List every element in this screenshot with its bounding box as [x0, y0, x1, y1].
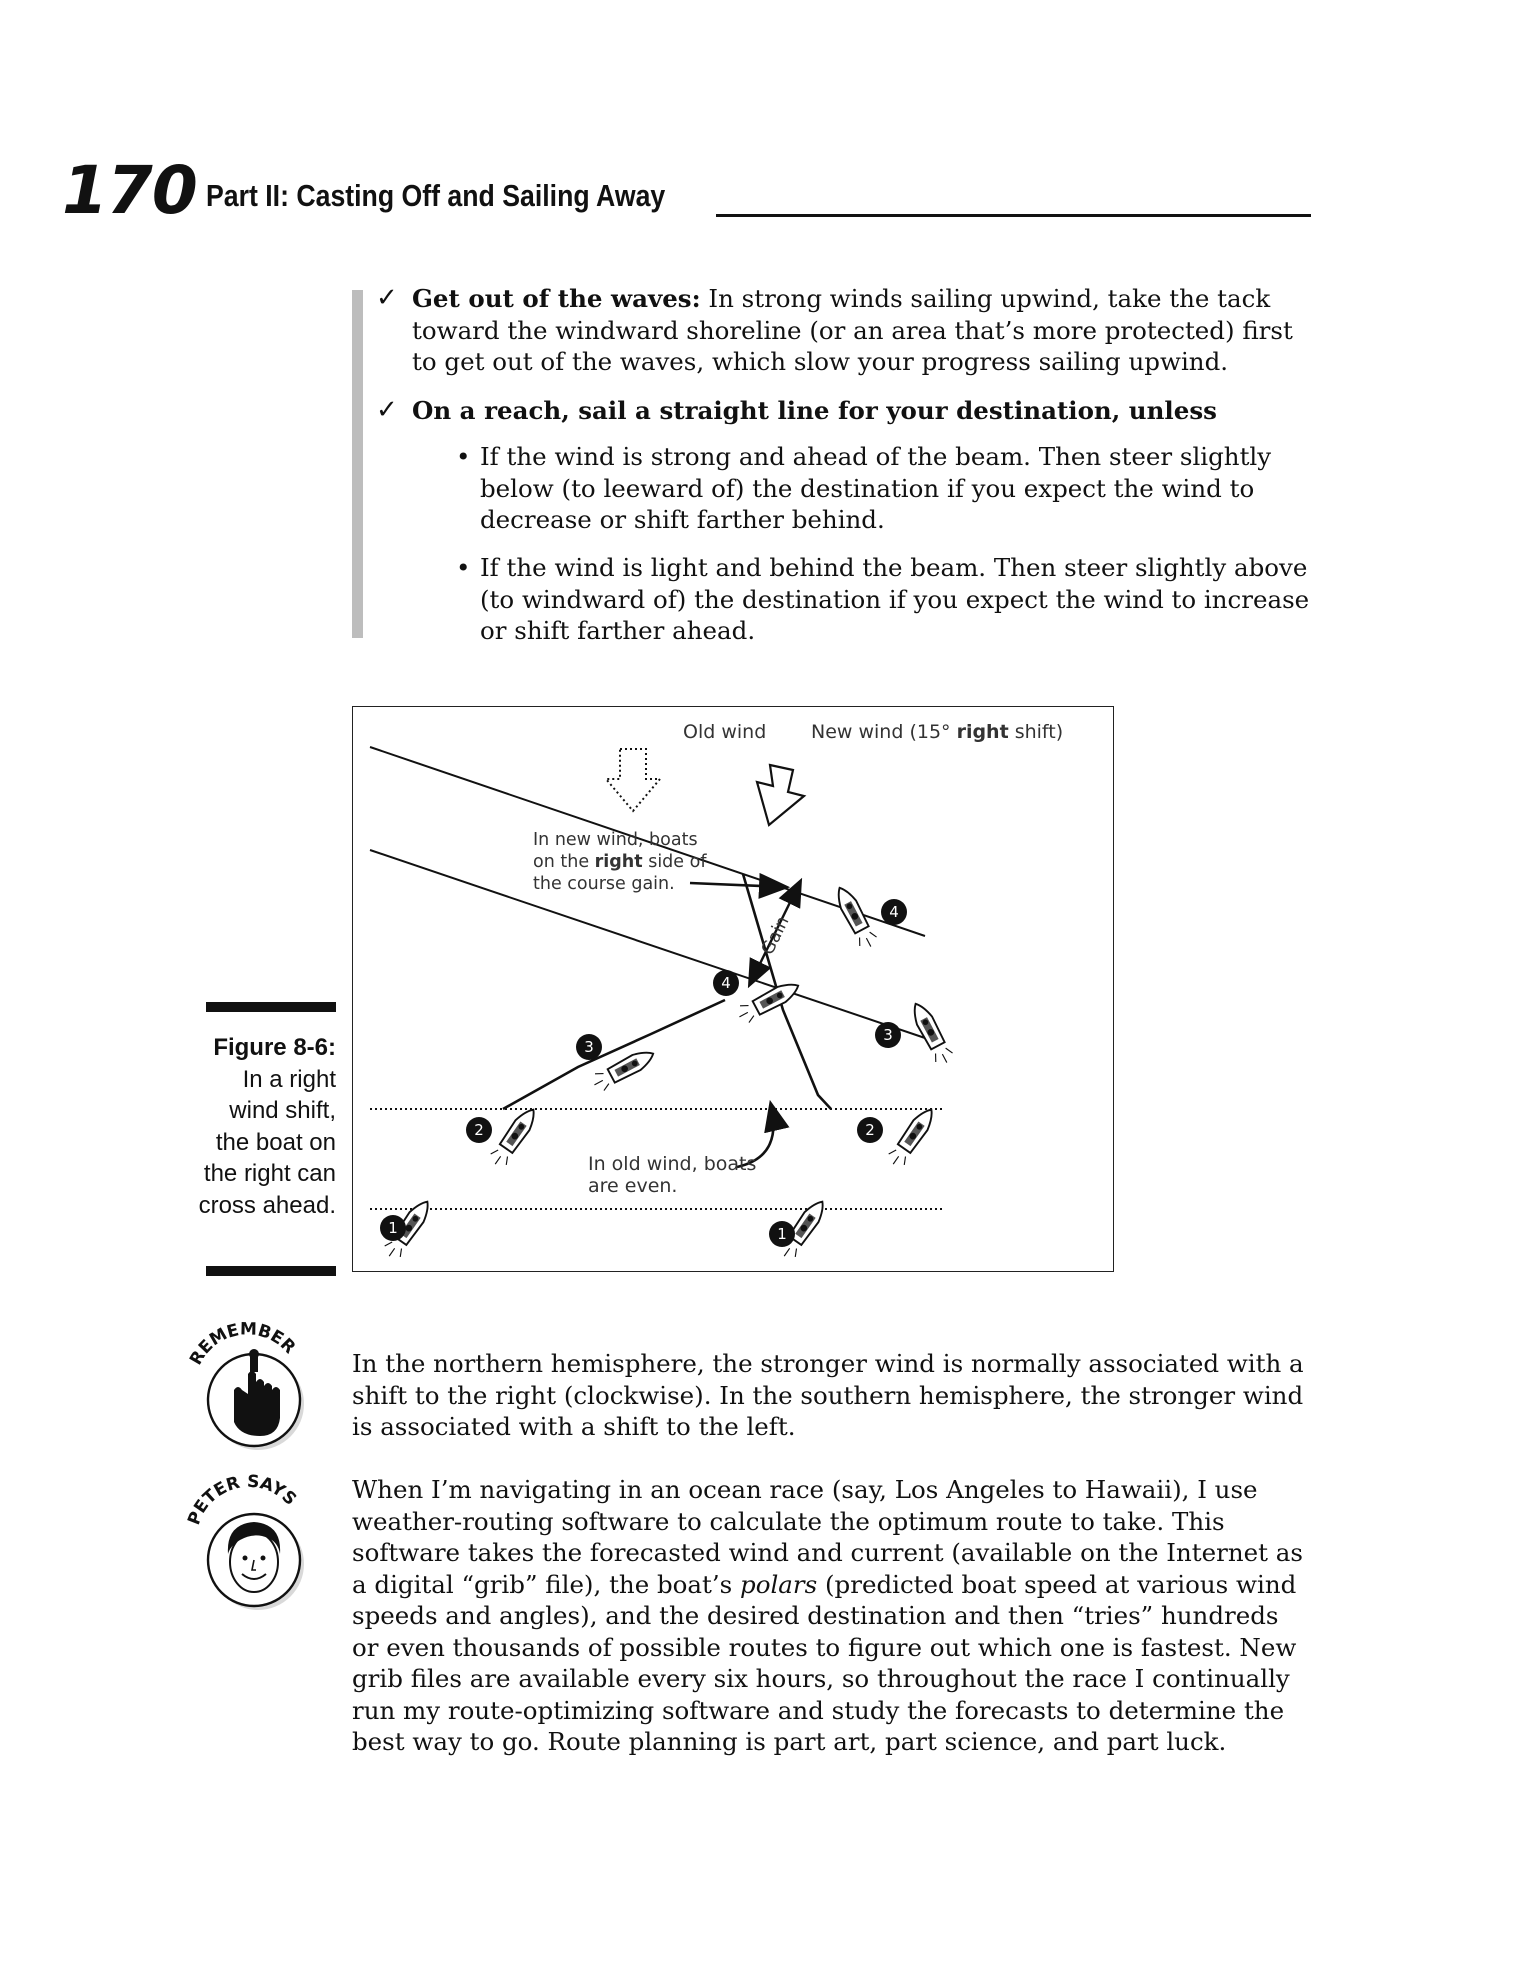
caption-top-rule: [206, 1002, 336, 1012]
bullet-heading: On a reach, sail a straight line for you…: [412, 396, 1217, 425]
position-marker-right-4: 4: [881, 899, 907, 925]
boat-left-2-icon: [486, 1103, 543, 1171]
new-wind-boats-label-2-suffix: side of: [642, 852, 707, 872]
old-wind-label: Old wind: [683, 721, 767, 743]
part-title: Part II: Casting Off and Sailing Away: [206, 178, 666, 213]
peter-says-text-italic: polars: [740, 1569, 818, 1599]
position-marker-right-2: 2: [857, 1117, 883, 1143]
remember-icon: REMEMBER: [186, 1319, 304, 1450]
new-wind-label-prefix: New wind (15°: [811, 721, 957, 743]
position-marker-right-3: 3: [875, 1022, 901, 1048]
left-boat-track: [502, 998, 726, 1111]
new-wind-boats-label-2-bold: right: [594, 852, 643, 872]
sub-bullet-text: If the wind is strong and ahead of the b…: [480, 442, 1272, 534]
remember-paragraph: In the northern hemisphere, the stronger…: [352, 1349, 1304, 1441]
new-wind-label: New wind (15° right shift): [811, 721, 1063, 743]
page-number: 170: [62, 152, 198, 229]
new-wind-label-suffix: shift): [1008, 721, 1064, 743]
new-wind-boats-label-2-prefix: on the: [533, 852, 595, 872]
bullet-text: On a reach, sail a straight line for you…: [412, 395, 1316, 427]
check-icon: ✓: [376, 283, 398, 313]
bullet-side-bar: [352, 290, 363, 638]
boat-right-2-icon: [884, 1103, 941, 1171]
figure-8-6: Old wind New wind (15° right shift) In n…: [352, 706, 1114, 1272]
peter-says-text-after: (predicted boat speed at various wind sp…: [352, 1569, 1297, 1757]
peter-says-icon: PETER SAYS: [184, 1472, 304, 1610]
old-wind-arrow-icon: [603, 748, 663, 813]
sub-bullet-item: • If the wind is light and behind the be…: [456, 552, 1316, 647]
peter-says-paragraph: When I’m navigating in an ocean race (sa…: [352, 1474, 1312, 1758]
caption-text: In a right wind shift, the boat on the r…: [198, 1065, 336, 1219]
caption-bottom-rule: [206, 1266, 336, 1276]
position-marker-right-1: 1: [769, 1221, 795, 1247]
bullet-item: ✓ On a reach, sail a straight line for y…: [376, 395, 1316, 427]
position-marker-left-1: 1: [380, 1215, 406, 1241]
sub-bullet-item: • If the wind is strong and ahead of the…: [456, 441, 1316, 536]
new-wind-boats-label-2: on the right side of: [533, 851, 707, 873]
bullet-item: ✓ Get out of the waves: In strong winds …: [376, 283, 1316, 378]
new-wind-boats-label-1: In new wind, boats: [533, 830, 698, 850]
new-wind-boats-label-3: the course gain.: [533, 874, 675, 894]
old-wind-boats-label-2: are even.: [588, 1175, 678, 1197]
header-rule: [716, 214, 1311, 217]
peter-says-text-before: When I’m navigating in an ocean race (sa…: [352, 1475, 1303, 1599]
old-wind-label-arrow: [736, 1099, 790, 1169]
sub-bullet-text: If the wind is light and behind the beam…: [480, 553, 1310, 645]
check-icon: ✓: [376, 395, 398, 425]
bullet-body: In strong winds sailing upwind, take the…: [412, 284, 1293, 376]
new-wind-line-top: [369, 746, 926, 937]
position-marker-left-4: 4: [713, 970, 739, 996]
caption-title: Figure 8-6:: [213, 1034, 336, 1061]
new-wind-label-bold: right: [956, 721, 1009, 743]
bullet-heading: Get out of the waves:: [412, 284, 701, 313]
old-wind-boats-label-1: In old wind, boats: [588, 1153, 757, 1175]
bullet-dot-icon: •: [456, 553, 471, 582]
bullet-dot-icon: •: [456, 442, 471, 471]
boat-right-3-icon: [906, 998, 957, 1068]
gain-arrow: [747, 877, 803, 989]
wind-shift-diagram: [369, 746, 957, 1263]
bullet-text: Get out of the waves: In strong winds sa…: [412, 283, 1316, 378]
position-marker-left-2: 2: [466, 1117, 492, 1143]
position-marker-left-3: 3: [576, 1034, 602, 1060]
new-wind-line-bottom: [369, 849, 926, 1039]
figure-caption: Figure 8-6: In a right wind shift, the b…: [190, 1032, 336, 1221]
new-wind-arrow-icon: [755, 763, 807, 827]
